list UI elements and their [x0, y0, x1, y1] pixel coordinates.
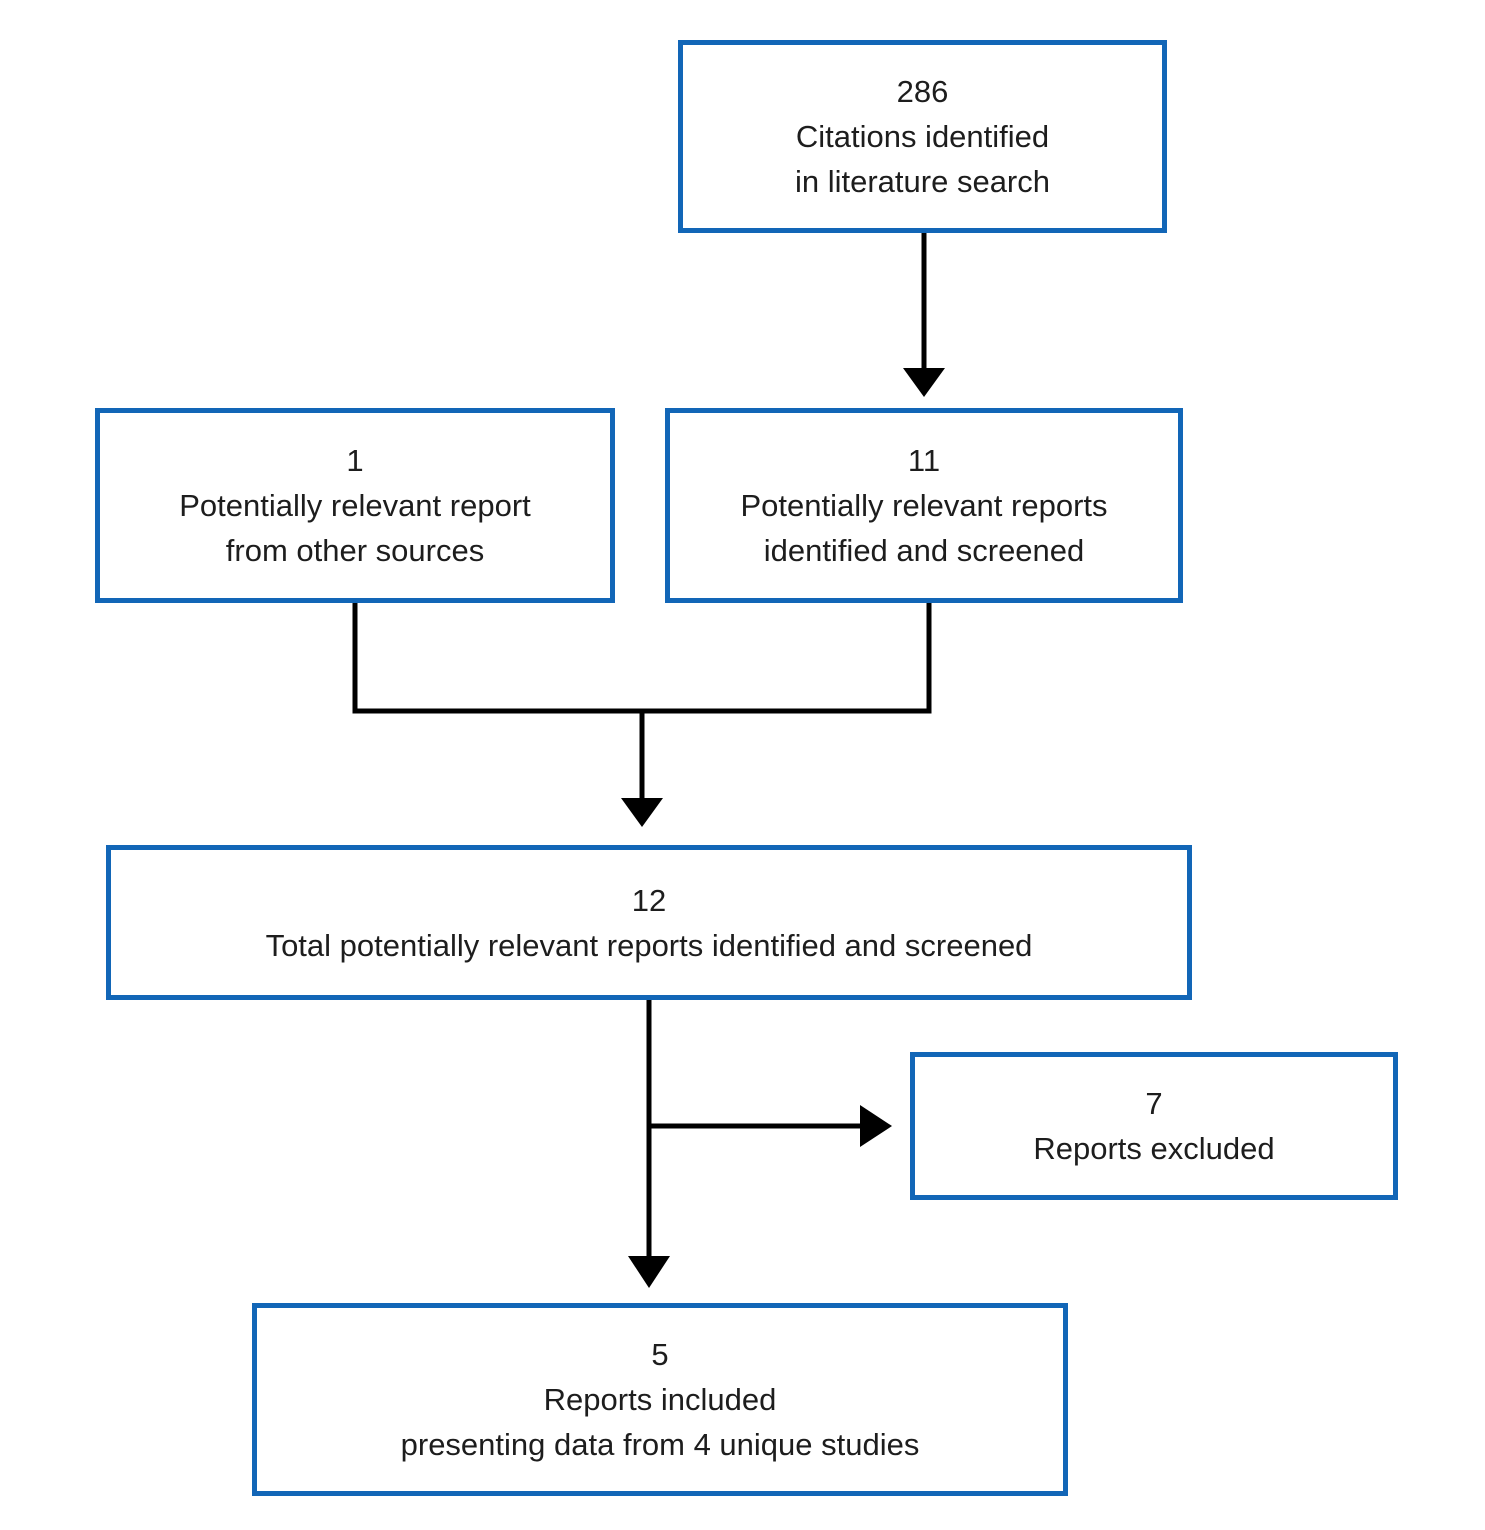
node-label-line: presenting data from 4 unique studies [400, 1427, 920, 1462]
node-citations-identified: 286 Citations identified in literature s… [678, 40, 1167, 233]
node-other-sources: 1 Potentially relevant report from other… [95, 408, 615, 603]
node-label-line: Potentially relevant reports [740, 488, 1108, 523]
node-reports-excluded: 7 Reports excluded [910, 1052, 1398, 1200]
node-count: 1 [346, 443, 364, 478]
node-label-line: Reports excluded [1033, 1131, 1275, 1166]
node-label-line: identified and screened [763, 533, 1085, 568]
node-count: 286 [896, 74, 949, 109]
arrow-total-to-excluded-head [860, 1105, 892, 1147]
node-count: 7 [1145, 1086, 1163, 1121]
node-count: 12 [631, 882, 667, 918]
node-label-line: Reports included [543, 1382, 777, 1417]
node-label-line: Potentially relevant report [179, 488, 531, 523]
node-label-line: Citations identified [795, 119, 1050, 154]
arrow-citations-to-screened-head [903, 368, 945, 397]
arrow-merge-to-total-head [621, 798, 663, 827]
node-total-screened: 12 Total potentially relevant reports id… [106, 845, 1192, 1000]
node-count: 11 [907, 443, 941, 478]
connector-merge [352, 603, 932, 714]
node-reports-included: 5 Reports included presenting data from … [252, 1303, 1068, 1496]
node-reports-screened: 11 Potentially relevant reports identifi… [665, 408, 1183, 603]
node-label-line: in literature search [794, 164, 1050, 199]
node-label-line: from other sources [225, 533, 485, 568]
node-count: 5 [651, 1337, 669, 1372]
arrow-total-to-included-head [628, 1256, 670, 1288]
node-label-line: Total potentially relevant reports ident… [265, 927, 1033, 963]
